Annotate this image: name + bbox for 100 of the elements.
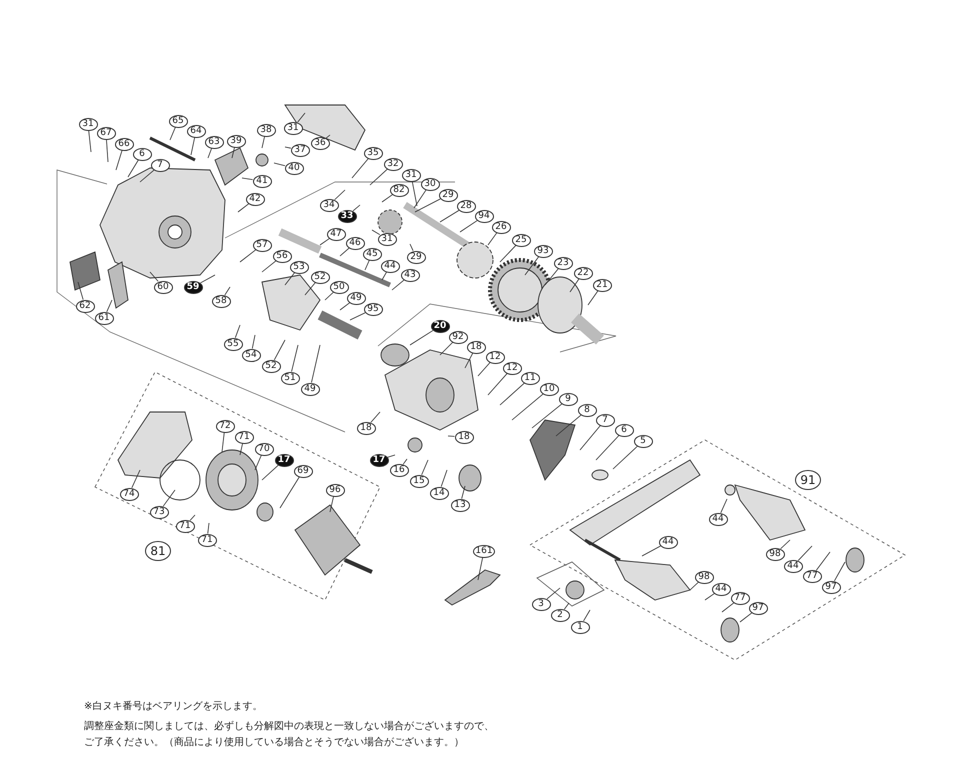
leader-line [190,137,196,156]
callout-number: 71 [176,520,194,532]
callout-number: 44 [380,260,400,272]
leader-line [387,454,396,458]
leader-line [291,344,298,372]
leader-line [500,245,516,262]
callout-number: 44 [658,536,678,548]
callout-number: 97 [822,580,840,594]
callout-number: 12 [502,362,522,374]
leader-line [740,612,752,622]
leader-line [372,230,380,236]
leader-line [478,557,484,580]
leader-line [252,334,256,349]
callout-number: 31 [78,118,98,130]
callout-number: 26 [492,220,510,234]
leader-line [412,181,418,206]
leader-line [440,342,454,356]
leader-line [414,198,441,212]
callout-number: 46 [346,236,364,250]
callout-number: 9 [558,392,578,406]
callout-number: 93 [534,244,552,258]
leader-line [402,458,408,465]
leader-line [722,602,734,612]
leader-line [232,147,235,158]
leader-line [512,394,544,420]
leader-line [334,190,346,200]
leader-line [440,210,460,222]
leader-line [500,382,525,406]
callout-number: 67 [96,126,116,140]
callout-number: 41 [252,174,272,188]
callout-number: 17 [274,454,294,466]
callout-number: 7 [150,158,170,172]
leader-line [222,432,225,452]
callout-number: 29 [438,188,458,202]
callout-number: 58 [212,294,230,308]
callout-number: 31 [284,122,302,134]
callout-number: 31 [402,168,420,182]
callout-number: 43 [400,268,420,282]
callout-number: 74 [120,488,138,500]
leader-line [150,272,159,282]
leader-line [207,522,210,534]
callout-number: 161 [473,544,495,558]
leader-line [532,404,562,428]
leader-line [78,282,84,300]
leader-line [642,546,661,556]
callout-number: 71 [234,430,254,444]
callout-number: 59 [184,280,202,294]
leader-line [208,148,212,158]
leader-line [478,362,490,376]
leader-line [448,436,455,437]
leader-line [242,178,254,180]
leader-line [370,168,388,186]
leader-line [580,425,601,450]
callout-number: 7 [596,414,614,426]
callout-number: 45 [362,248,382,260]
leader-line [364,260,370,270]
callout-number: 31 [378,232,396,246]
leader-line [140,170,154,182]
leader-line [116,150,122,170]
leader-line [340,302,350,310]
callout-number: 6 [614,424,634,436]
leader-line [392,280,404,290]
callout-number: 32 [384,158,402,170]
leader-line [170,126,176,140]
leader-line [106,300,112,312]
callout-number: 25 [512,234,530,246]
callout-number: 14 [430,486,448,500]
callout-number: 1 [570,620,590,634]
callout-number: 55 [224,338,242,350]
callout-number: 66 [114,138,134,150]
leader-line [262,136,265,148]
callout-number: 98 [694,570,714,584]
callout-number: 28 [456,200,476,212]
leader-line [284,272,295,286]
callout-number: 33 [338,210,356,222]
callout-number: 42 [246,192,264,206]
callout-number: 73 [150,506,168,518]
callout-number: 96 [326,484,344,496]
callout-number: 20 [430,320,450,332]
callout-number: 81 [145,541,171,561]
callout-number: 30 [420,178,440,190]
leader-line [544,268,559,286]
leader-line [588,290,598,306]
leader-line [798,546,812,561]
leader-line [311,344,320,383]
leader-line [262,260,276,272]
leader-line [556,414,582,436]
callout-number: 10 [540,382,558,396]
callout-number: 97 [748,602,768,614]
leader-line [297,112,306,123]
leader-line [274,340,286,360]
leader-line [128,160,139,178]
leader-line [546,588,560,600]
callout-number: 70 [254,442,274,456]
leader-line [564,602,570,610]
leader-line [596,435,620,460]
leader-line [414,190,426,208]
leader-line [460,220,478,232]
leader-line [488,373,508,396]
callout-number: 22 [574,266,592,280]
